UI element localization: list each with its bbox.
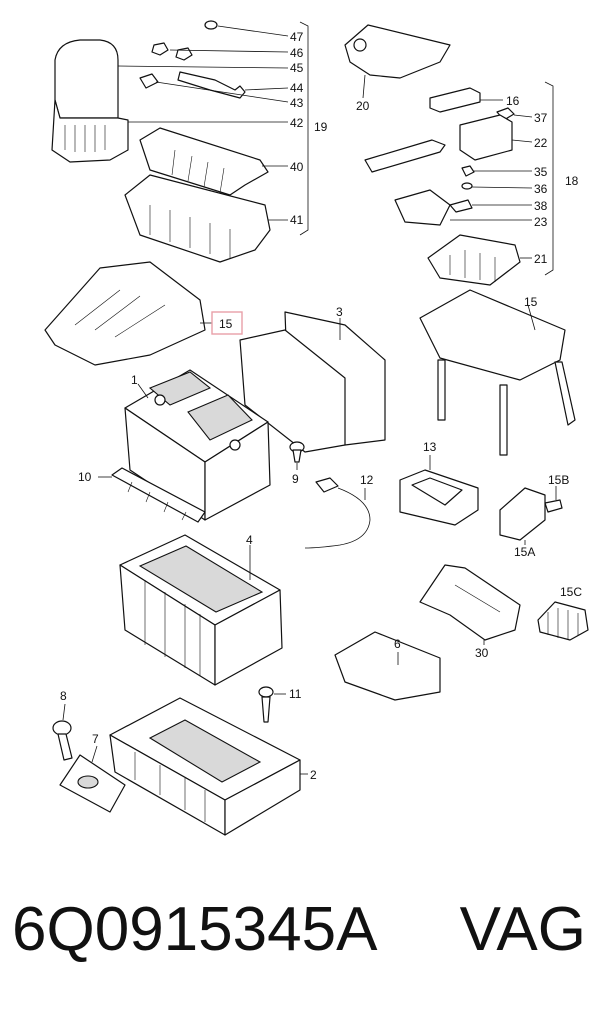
label-16: 16 [506, 94, 520, 108]
part-23-cable-bar [364, 139, 532, 226]
part-number: 6Q0915345A [12, 895, 378, 964]
bracket-18 [544, 81, 554, 276]
label-45: 45 [290, 61, 304, 75]
part-41-fuse-holder [124, 174, 271, 263]
part-35-nut [461, 165, 532, 177]
label-2: 2 [310, 768, 317, 782]
part-38-bolt [449, 199, 532, 213]
footer: 6Q0915345A VAG [0, 880, 600, 990]
part-20-bracket [344, 24, 451, 99]
part-4-tray [119, 534, 283, 686]
part-15-holder [44, 261, 212, 366]
part-16-relay [429, 87, 503, 113]
exploded-parts-diagram: 47 46 45 44 43 42 19 40 41 20 [44, 20, 589, 836]
part-12-cable [304, 477, 371, 549]
part-40-busbar [139, 127, 269, 196]
group-19-leaders [117, 21, 309, 236]
label-44: 44 [290, 81, 304, 95]
label-18: 18 [565, 174, 579, 188]
part-36-washer [461, 182, 533, 190]
label-13: 13 [423, 440, 437, 454]
label-41: 41 [290, 213, 304, 227]
label-42: 42 [290, 116, 304, 130]
label-23: 23 [534, 215, 548, 229]
label-40: 40 [290, 160, 304, 174]
label-46: 46 [290, 46, 304, 60]
label-10: 10 [78, 470, 92, 484]
label-30: 30 [475, 646, 489, 660]
part-10-strip [98, 467, 206, 523]
part-30-bracket [419, 564, 521, 645]
label-12: 12 [360, 473, 374, 487]
label-20: 20 [356, 99, 370, 113]
part-21-fuse-holder [427, 234, 532, 286]
part-9-bolt [289, 441, 305, 470]
label-7: 7 [92, 732, 99, 746]
part-2-base-tray [109, 697, 308, 836]
label-47: 47 [290, 30, 304, 44]
part-13-pad [399, 455, 479, 526]
label-21: 21 [534, 252, 548, 266]
label-35: 35 [534, 165, 548, 179]
label-9: 9 [292, 472, 299, 486]
label-6: 6 [394, 637, 401, 651]
label-4: 4 [246, 533, 253, 547]
label-15B: 15B [548, 473, 569, 487]
label-8: 8 [60, 689, 67, 703]
label-22: 22 [534, 136, 548, 150]
part-15C-fuse-block [537, 601, 589, 641]
part-6-cover [334, 631, 441, 701]
part-15-frame [419, 289, 576, 456]
part-44-bracket [177, 71, 246, 99]
label-36: 36 [534, 182, 548, 196]
brand-label: VAG [459, 895, 586, 964]
label-43: 43 [290, 96, 304, 110]
label-15-frame: 15 [524, 295, 538, 309]
part-15A-fuse [499, 487, 546, 545]
label-15C: 15C [560, 585, 582, 599]
part-46-nut [151, 42, 193, 61]
label-37: 37 [534, 111, 548, 125]
part-22-module [459, 114, 533, 161]
part-47-washer [204, 20, 218, 30]
part-45-cover [51, 39, 129, 163]
part-8-screw [52, 703, 73, 761]
part-11-bolt [258, 686, 286, 723]
label-3: 3 [336, 305, 343, 319]
part-43-clip [139, 73, 159, 89]
part-15B-screw [544, 486, 563, 513]
label-19: 19 [314, 120, 328, 134]
part-7-plate [59, 745, 126, 813]
label-11: 11 [289, 687, 302, 701]
label-1: 1 [131, 373, 138, 387]
label-15-highlighted: 15 [219, 317, 233, 331]
highlight-box-15 [211, 311, 243, 335]
label-15A: 15A [514, 545, 535, 559]
label-38: 38 [534, 199, 548, 213]
part-1-battery [124, 369, 271, 521]
